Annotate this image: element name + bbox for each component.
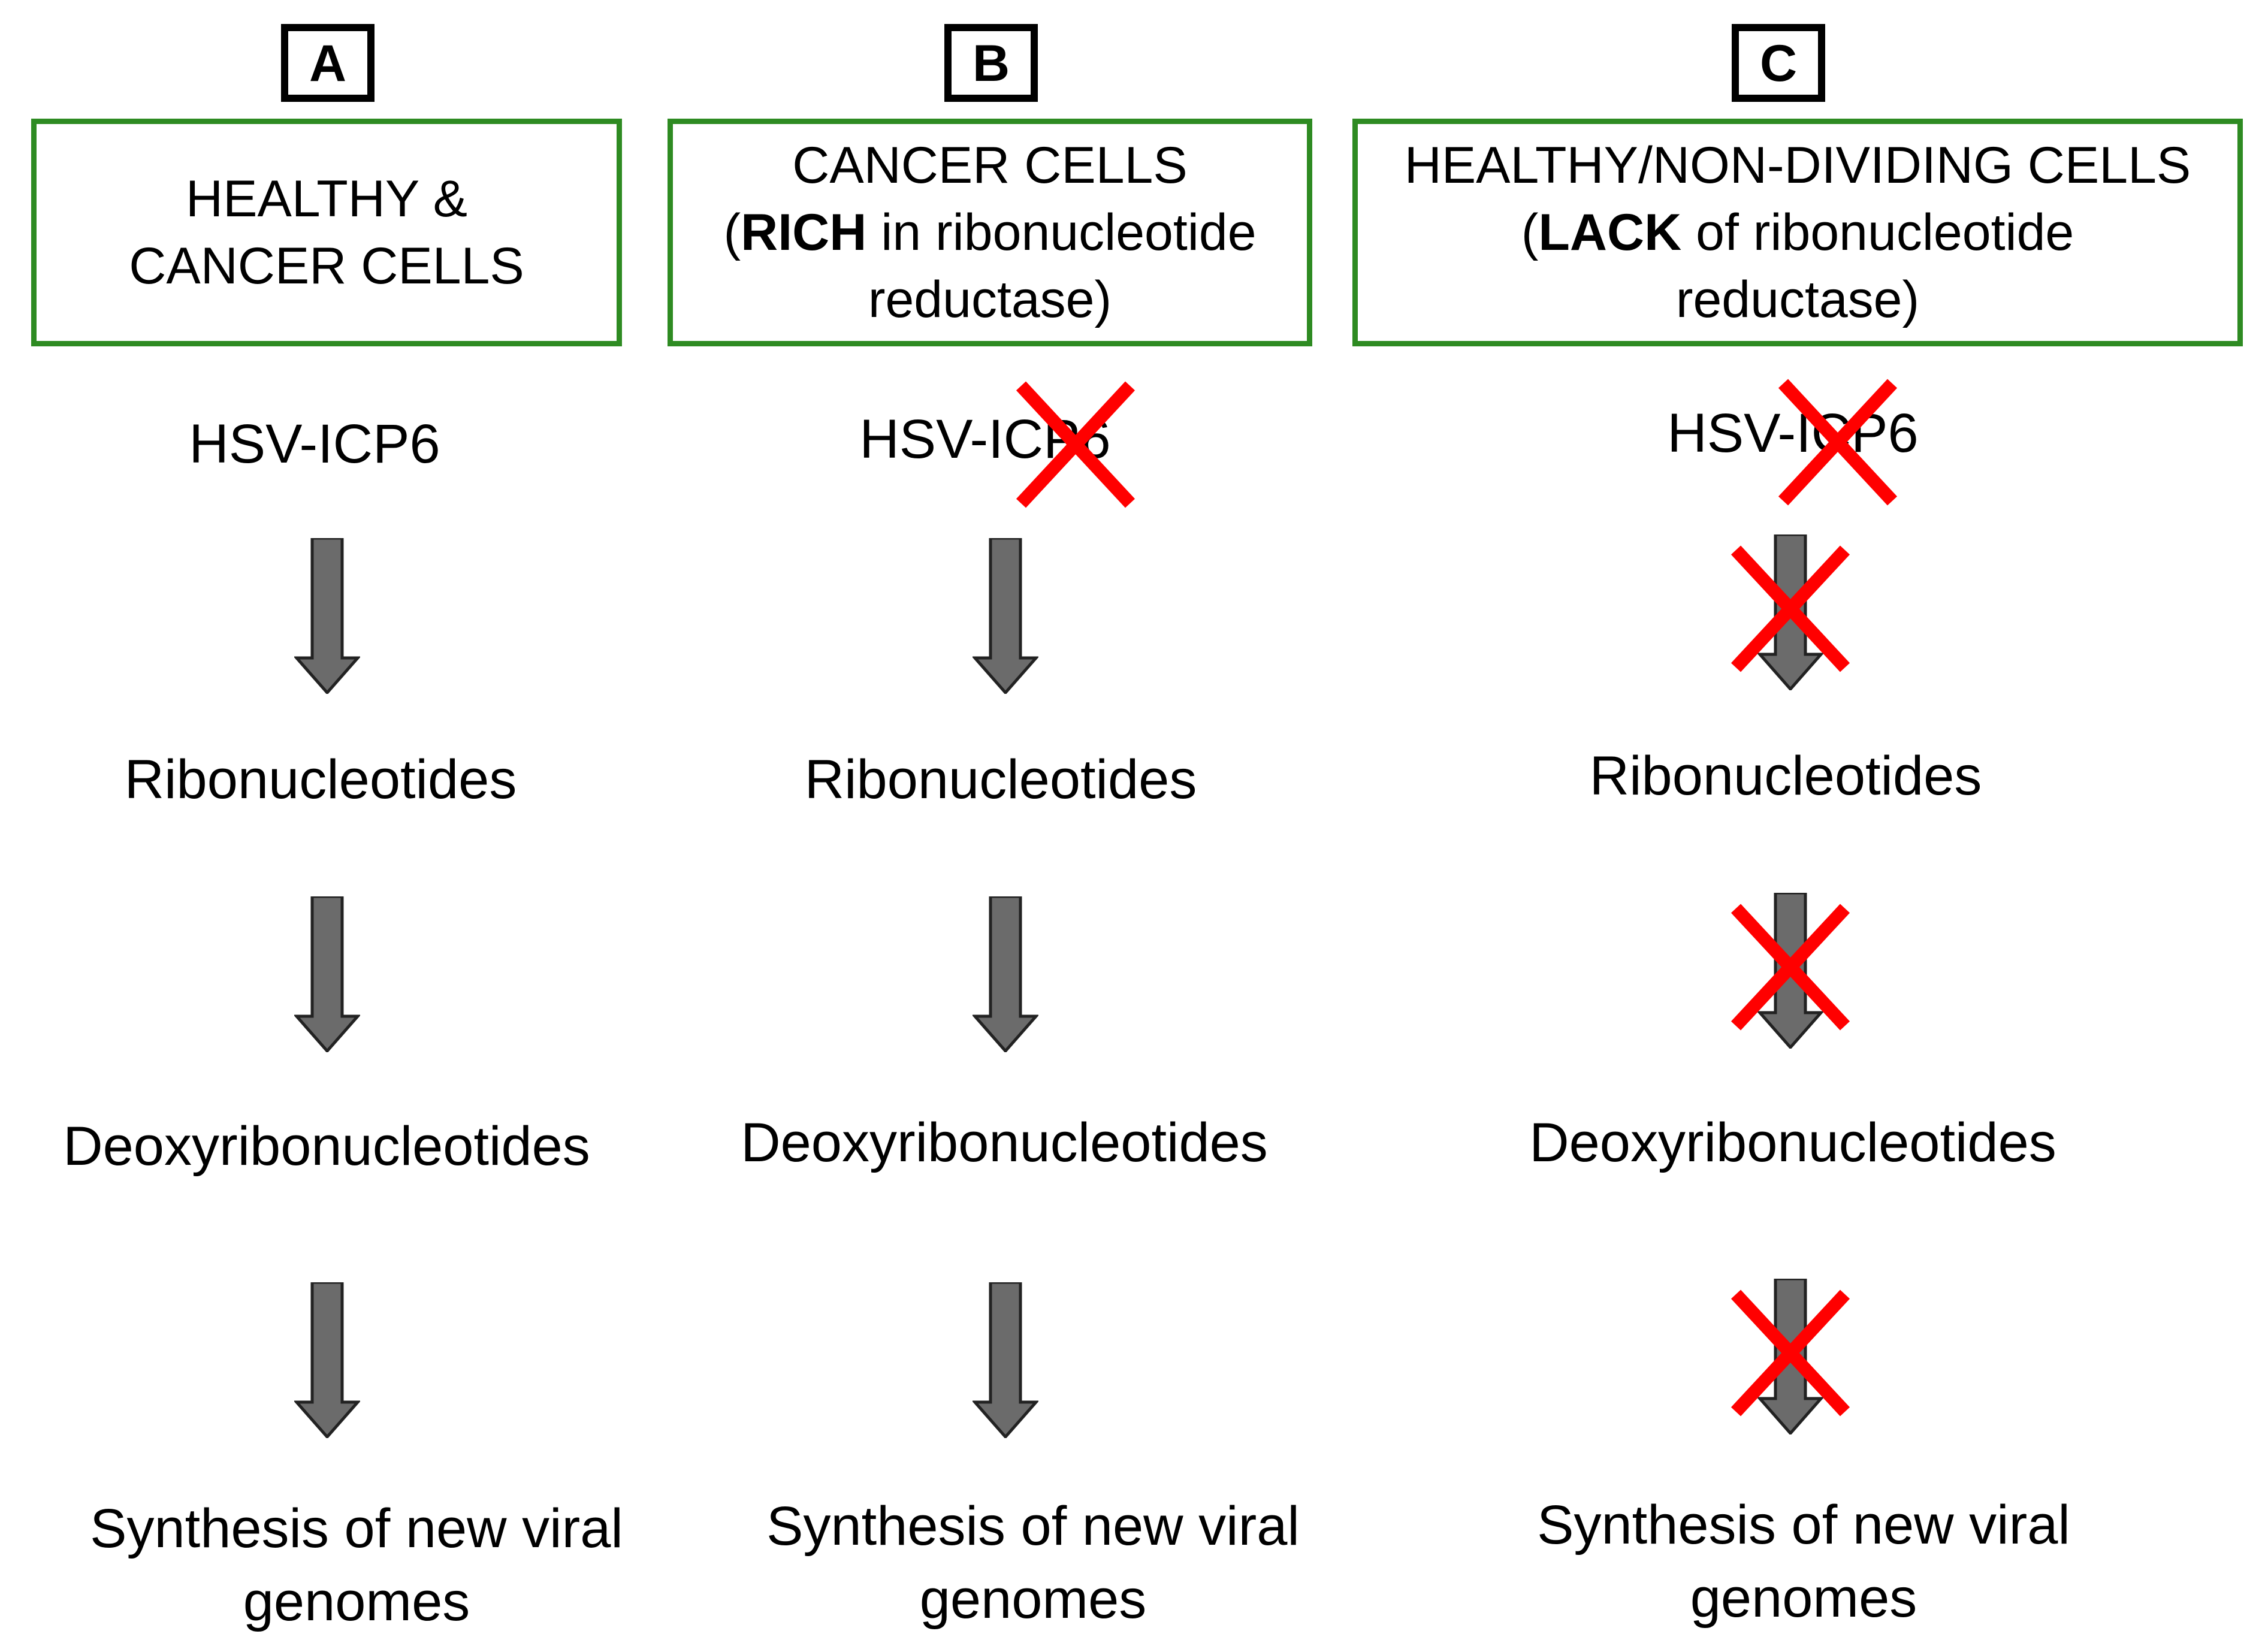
panel-a-arrow-3 (294, 1282, 360, 1438)
panel-c-header-line-1: HEALTHY/NON-DIVIDING CELLS (1404, 137, 2191, 194)
panel-b-header-rest: in ribonucleotide (866, 204, 1257, 261)
panel-c-icp6-cross-icon (1778, 379, 1898, 506)
panel-a-deoxyribonucleotides: Deoxyribonucleotides (63, 1116, 590, 1177)
panel-c-header-paren: ( (1521, 204, 1539, 261)
panel-c-header-line-2: (LACK of ribonucleotide (1405, 199, 2191, 266)
panel-c-arrow-2-cross-icon (1731, 904, 1850, 1031)
panel-a-arrow-2 (294, 896, 360, 1052)
panel-a-ribonucleotides: Ribonucleotides (124, 749, 517, 810)
panel-c-arrow-1-cross-icon (1731, 545, 1850, 672)
panel-a-header: HEALTHY & CANCER CELLS (31, 119, 622, 346)
panel-b-arrow-2 (973, 896, 1038, 1052)
panel-b-deoxyribonucleotides: Deoxyribonucleotides (741, 1112, 1268, 1173)
panel-c-icp6: HSV-ICP6 (1667, 403, 1919, 464)
panel-b-header-line-2: (RICH in ribonucleotide (723, 199, 1256, 266)
panel-b-label: B (944, 24, 1038, 102)
panel-c-synthesis: Synthesis of new viral genomes (1537, 1494, 2070, 1629)
panel-c-header-bold: LACK (1538, 204, 1682, 261)
panel-b-icp6: HSV-ICP6 (859, 409, 1111, 470)
panel-b-synthesis: Synthesis of new viral genomes (766, 1496, 1300, 1630)
panel-c: C HEALTHY/NON-DIVIDING CELLS (LACK of ri… (1348, 0, 2247, 1652)
panel-a-label: A (281, 24, 375, 102)
panel-c-arrow-3-cross-icon (1731, 1289, 1850, 1417)
panel-a-header-line-2: CANCER CELLS (129, 237, 524, 295)
panel-b-ribonucleotides: Ribonucleotides (804, 749, 1197, 810)
panel-b-header-bold: RICH (741, 204, 867, 261)
panel-b-arrow-3 (973, 1282, 1038, 1438)
panel-a-header-line-1: HEALTHY & (186, 170, 467, 228)
panel-b-header: CANCER CELLS (RICH in ribonucleotide red… (668, 119, 1312, 346)
panel-b-header-line-1: CANCER CELLS (792, 137, 1188, 194)
panel-b-icp6-cross-icon (1016, 381, 1135, 508)
panel-b-arrow-1 (973, 538, 1038, 694)
panel-c-header-rest: of ribonucleotide (1681, 204, 2074, 261)
panel-c-ribonucleotides: Ribonucleotides (1589, 745, 1982, 807)
panel-a: A HEALTHY & CANCER CELLS HSV-ICP6 Ribonu… (0, 0, 653, 1652)
panel-a-synthesis: Synthesis of new viral genomes (90, 1498, 623, 1632)
panel-b-header-paren: ( (723, 204, 741, 261)
panel-a-icp6: HSV-ICP6 (189, 413, 440, 475)
panel-c-header: HEALTHY/NON-DIVIDING CELLS (LACK of ribo… (1352, 119, 2243, 346)
panel-c-header-line-3: reductase) (1675, 271, 1920, 328)
panel-c-label: C (1732, 24, 1825, 102)
panel-b-header-line-3: reductase) (868, 271, 1112, 328)
panel-a-arrow-1 (294, 538, 360, 694)
panel-b: B CANCER CELLS (RICH in ribonucleotide r… (665, 0, 1324, 1652)
panel-c-deoxyribonucleotides: Deoxyribonucleotides (1529, 1112, 2056, 1173)
